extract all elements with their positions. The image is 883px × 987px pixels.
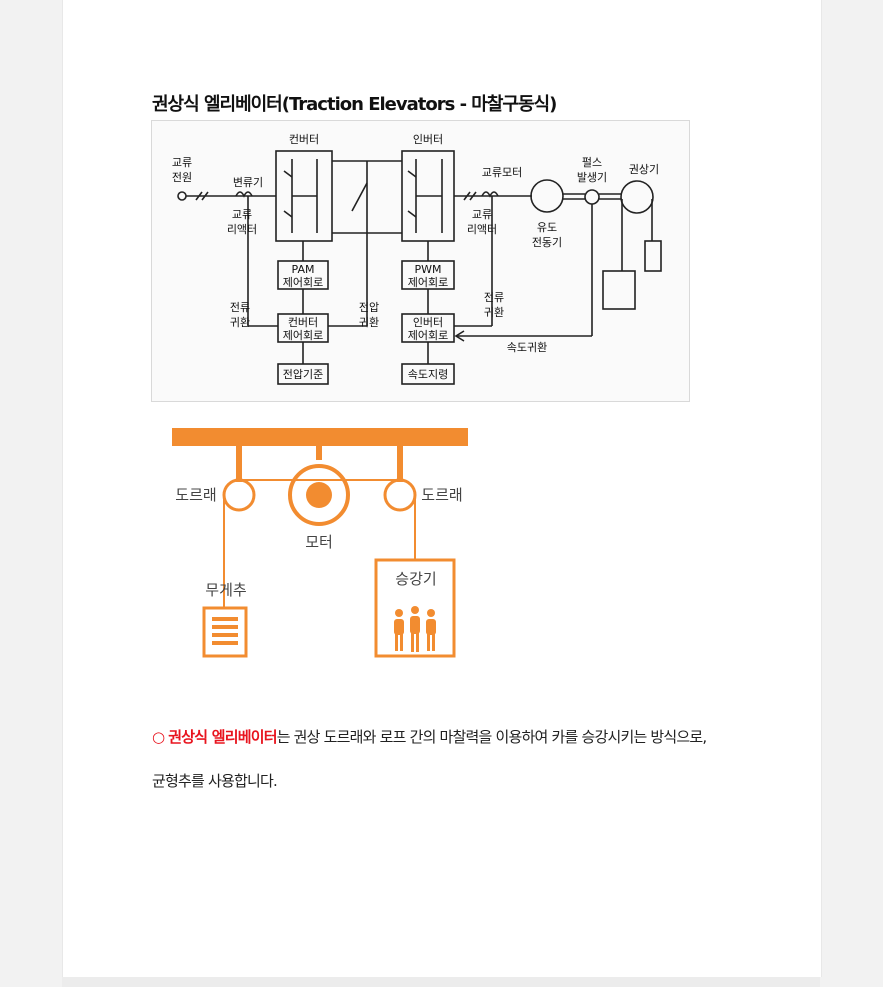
transformer-label: 변류기 <box>233 176 263 189</box>
sheave-right-label: 도르래 <box>421 486 462 504</box>
ac-reactor-right-2: 리액터 <box>467 223 497 236</box>
bullet: ○ <box>152 728 165 746</box>
ac-reactor-left-1: 교류 <box>232 208 252 221</box>
motor-label: 모터 <box>305 533 333 551</box>
pam-label-2: 제어회로 <box>283 276 323 289</box>
sheave-left-label: 도르래 <box>175 486 216 504</box>
highlight-term: 권상식 엘리베이터 <box>168 728 277 746</box>
pam-label-1: PAM <box>292 263 315 276</box>
ceiling-beam <box>172 428 468 446</box>
current-fb-left-1: 전류 <box>230 301 250 314</box>
description-line-2: 균형추를 사용합니다. <box>152 772 278 790</box>
car-icon <box>374 558 456 658</box>
conv-ctrl-label-2: 제어회로 <box>283 329 323 342</box>
elevator-diagram: 도르래 도르래 모터 무게추 승강기 <box>160 420 490 665</box>
voltage-ref-label: 전압기준 <box>283 368 323 381</box>
description-line-1: ○ 권상식 엘리베이터는 권상 도르래와 로프 간의 마찰력을 이용하여 카를 … <box>152 726 707 747</box>
pwm-label-2: 제어회로 <box>408 276 448 289</box>
page-title: 권상식 엘리베이터(Traction Elevators - 마찰구동식) <box>152 94 557 115</box>
inv-ctrl-label-1: 인버터 <box>413 316 443 329</box>
inv-ctrl-label-2: 제어회로 <box>408 329 448 342</box>
counterweight-label: 무게추 <box>205 581 246 599</box>
pulse-gen-1: 펄스 <box>582 156 602 169</box>
voltage-fb-2: 귀환 <box>359 316 379 329</box>
bottom-divider <box>62 977 820 987</box>
circuit-diagram: 컨버터 인버터 교류 전원 변류기 교류 리액터 교류모터 교류 리액터 유도 … <box>151 120 690 402</box>
ac-source-label-2: 전원 <box>172 171 192 184</box>
ac-source-label-1: 교류 <box>172 156 192 169</box>
inverter-title: 인버터 <box>413 133 443 146</box>
current-fb-right-1: 전류 <box>484 291 504 304</box>
pwm-label-1: PWM <box>414 263 441 276</box>
speed-cmd-label: 속도지령 <box>408 368 448 381</box>
hoist-label: 권상기 <box>629 163 659 176</box>
counterweight-icon <box>202 606 248 658</box>
current-fb-left-2: 귀환 <box>230 316 250 329</box>
ac-reactor-left-2: 리액터 <box>227 223 257 236</box>
pulse-gen-2: 발생기 <box>577 171 607 184</box>
ac-motor-label: 교류모터 <box>482 166 522 179</box>
conv-ctrl-label-1: 컨버터 <box>288 316 318 329</box>
description-text-1: 는 권상 도르래와 로프 간의 마찰력을 이용하여 카를 승강시키는 방식으로, <box>276 728 707 746</box>
people-icon <box>394 606 436 652</box>
speed-fb-label: 속도귀환 <box>507 341 547 354</box>
converter-title: 컨버터 <box>289 133 319 146</box>
induction-motor-1: 유도 <box>537 221 557 234</box>
motor-icon <box>288 464 350 526</box>
current-fb-right-2: 귀환 <box>484 306 504 319</box>
circuit-svg: 컨버터 인버터 교류 전원 변류기 교류 리액터 교류모터 교류 리액터 유도 … <box>172 133 662 385</box>
sheave-left-icon <box>222 478 256 512</box>
voltage-fb-1: 전압 <box>359 301 379 314</box>
ac-reactor-right-1: 교류 <box>472 208 492 221</box>
sheave-right-icon <box>383 478 417 512</box>
car-label: 승강기 <box>395 570 436 588</box>
induction-motor-2: 전동기 <box>532 236 562 249</box>
elevator-svg: 도르래 도르래 모터 무게추 승강기 <box>172 428 468 658</box>
